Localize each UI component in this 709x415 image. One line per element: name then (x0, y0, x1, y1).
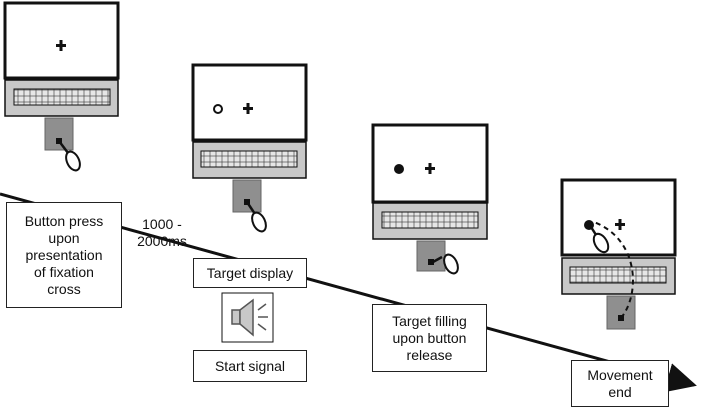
movement-path (593, 221, 634, 319)
button-base (44, 117, 74, 151)
plus-icon (243, 103, 253, 114)
monitor-screen (191, 63, 308, 142)
start-signal-speaker (221, 292, 274, 343)
finger-icon (432, 253, 459, 275)
movement-end-label: Movement end (571, 360, 669, 407)
button-press-label: Button press upon presentation of fixati… (6, 202, 122, 308)
target-filling-label: Target filling upon button release (372, 304, 487, 372)
stage-1-fixation (3, 1, 120, 172)
monitor-screen (560, 178, 677, 257)
keyboard-keys (569, 266, 667, 284)
button-base (416, 240, 446, 272)
circle-icon (394, 164, 404, 174)
button-base (232, 179, 262, 213)
start-signal-label: Start signal (193, 350, 307, 382)
plus-icon (425, 163, 435, 174)
finger-icon (245, 201, 267, 233)
speaker-icon (231, 298, 268, 337)
target-display-label: Target display (193, 258, 307, 288)
stage-4-movement (560, 178, 677, 330)
plus-icon (56, 40, 66, 51)
interval-label: 1000 - 2000ms (137, 216, 187, 249)
keyboard-keys (13, 88, 111, 106)
finger-icon (58, 140, 81, 172)
keyboard-keys (200, 150, 298, 168)
plus-icon (615, 219, 625, 230)
keyboard-keys (381, 211, 479, 229)
stage-2-target-display (191, 63, 308, 233)
stage-3-target-filling (371, 123, 489, 275)
finger-icon (589, 226, 610, 254)
circle-icon (213, 104, 223, 114)
push-button-icon (428, 259, 434, 265)
